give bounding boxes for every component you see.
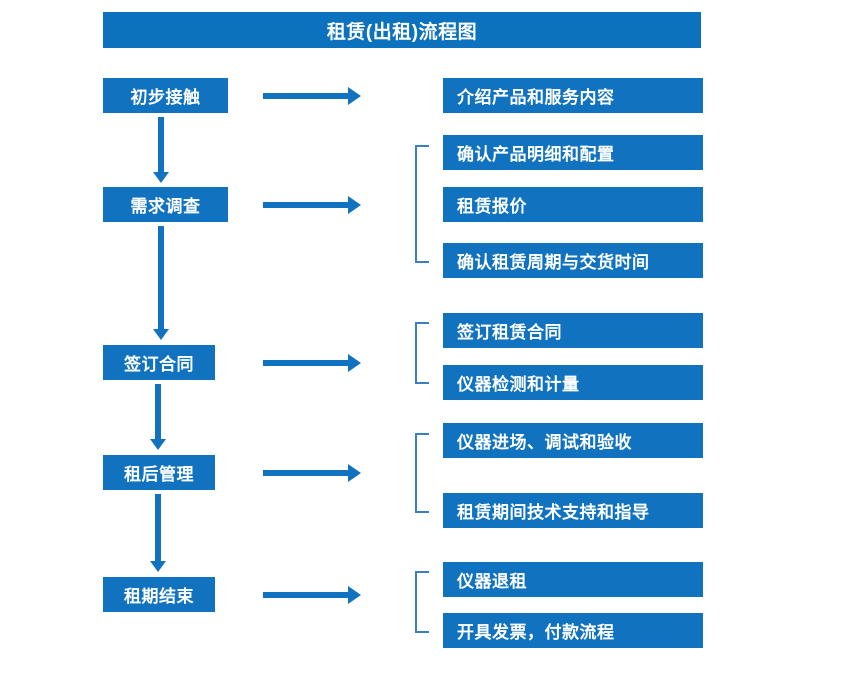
- vertical-arrow-1: [151, 117, 171, 183]
- detail-box-5[interactable]: 签订租赁合同: [443, 313, 703, 348]
- group-bracket-2: [415, 322, 429, 384]
- group-bracket-3: [415, 433, 429, 513]
- horizontal-arrow-1: [263, 87, 361, 105]
- vertical-arrow-3: [148, 384, 168, 450]
- detail-box-8[interactable]: 租赁期间技术支持和指导: [443, 493, 703, 528]
- detail-box-3[interactable]: 租赁报价: [443, 187, 703, 222]
- group-bracket-1: [415, 145, 429, 263]
- detail-box-1[interactable]: 介绍产品和服务内容: [443, 78, 703, 113]
- stage-box-1[interactable]: 初步接触: [103, 78, 228, 113]
- vertical-arrow-2: [151, 226, 171, 340]
- vertical-arrow-4: [148, 494, 168, 572]
- stage-box-5[interactable]: 租期结束: [103, 577, 215, 612]
- detail-box-4[interactable]: 确认租赁周期与交货时间: [443, 243, 703, 278]
- stage-box-3[interactable]: 签订合同: [103, 345, 215, 380]
- detail-box-2[interactable]: 确认产品明细和配置: [443, 135, 703, 170]
- horizontal-arrow-4: [263, 464, 361, 482]
- stage-box-4[interactable]: 租后管理: [103, 455, 215, 490]
- detail-box-9[interactable]: 仪器退租: [443, 562, 703, 597]
- stage-box-2[interactable]: 需求调查: [103, 187, 228, 222]
- detail-box-7[interactable]: 仪器进场、调试和验收: [443, 423, 703, 458]
- detail-box-10[interactable]: 开具发票，付款流程: [443, 613, 703, 648]
- horizontal-arrow-3: [263, 354, 361, 372]
- page-title: 租赁(出租)流程图: [103, 12, 701, 48]
- horizontal-arrow-5: [263, 586, 361, 604]
- group-bracket-4: [415, 571, 429, 633]
- detail-box-6[interactable]: 仪器检测和计量: [443, 365, 703, 400]
- horizontal-arrow-2: [263, 196, 361, 214]
